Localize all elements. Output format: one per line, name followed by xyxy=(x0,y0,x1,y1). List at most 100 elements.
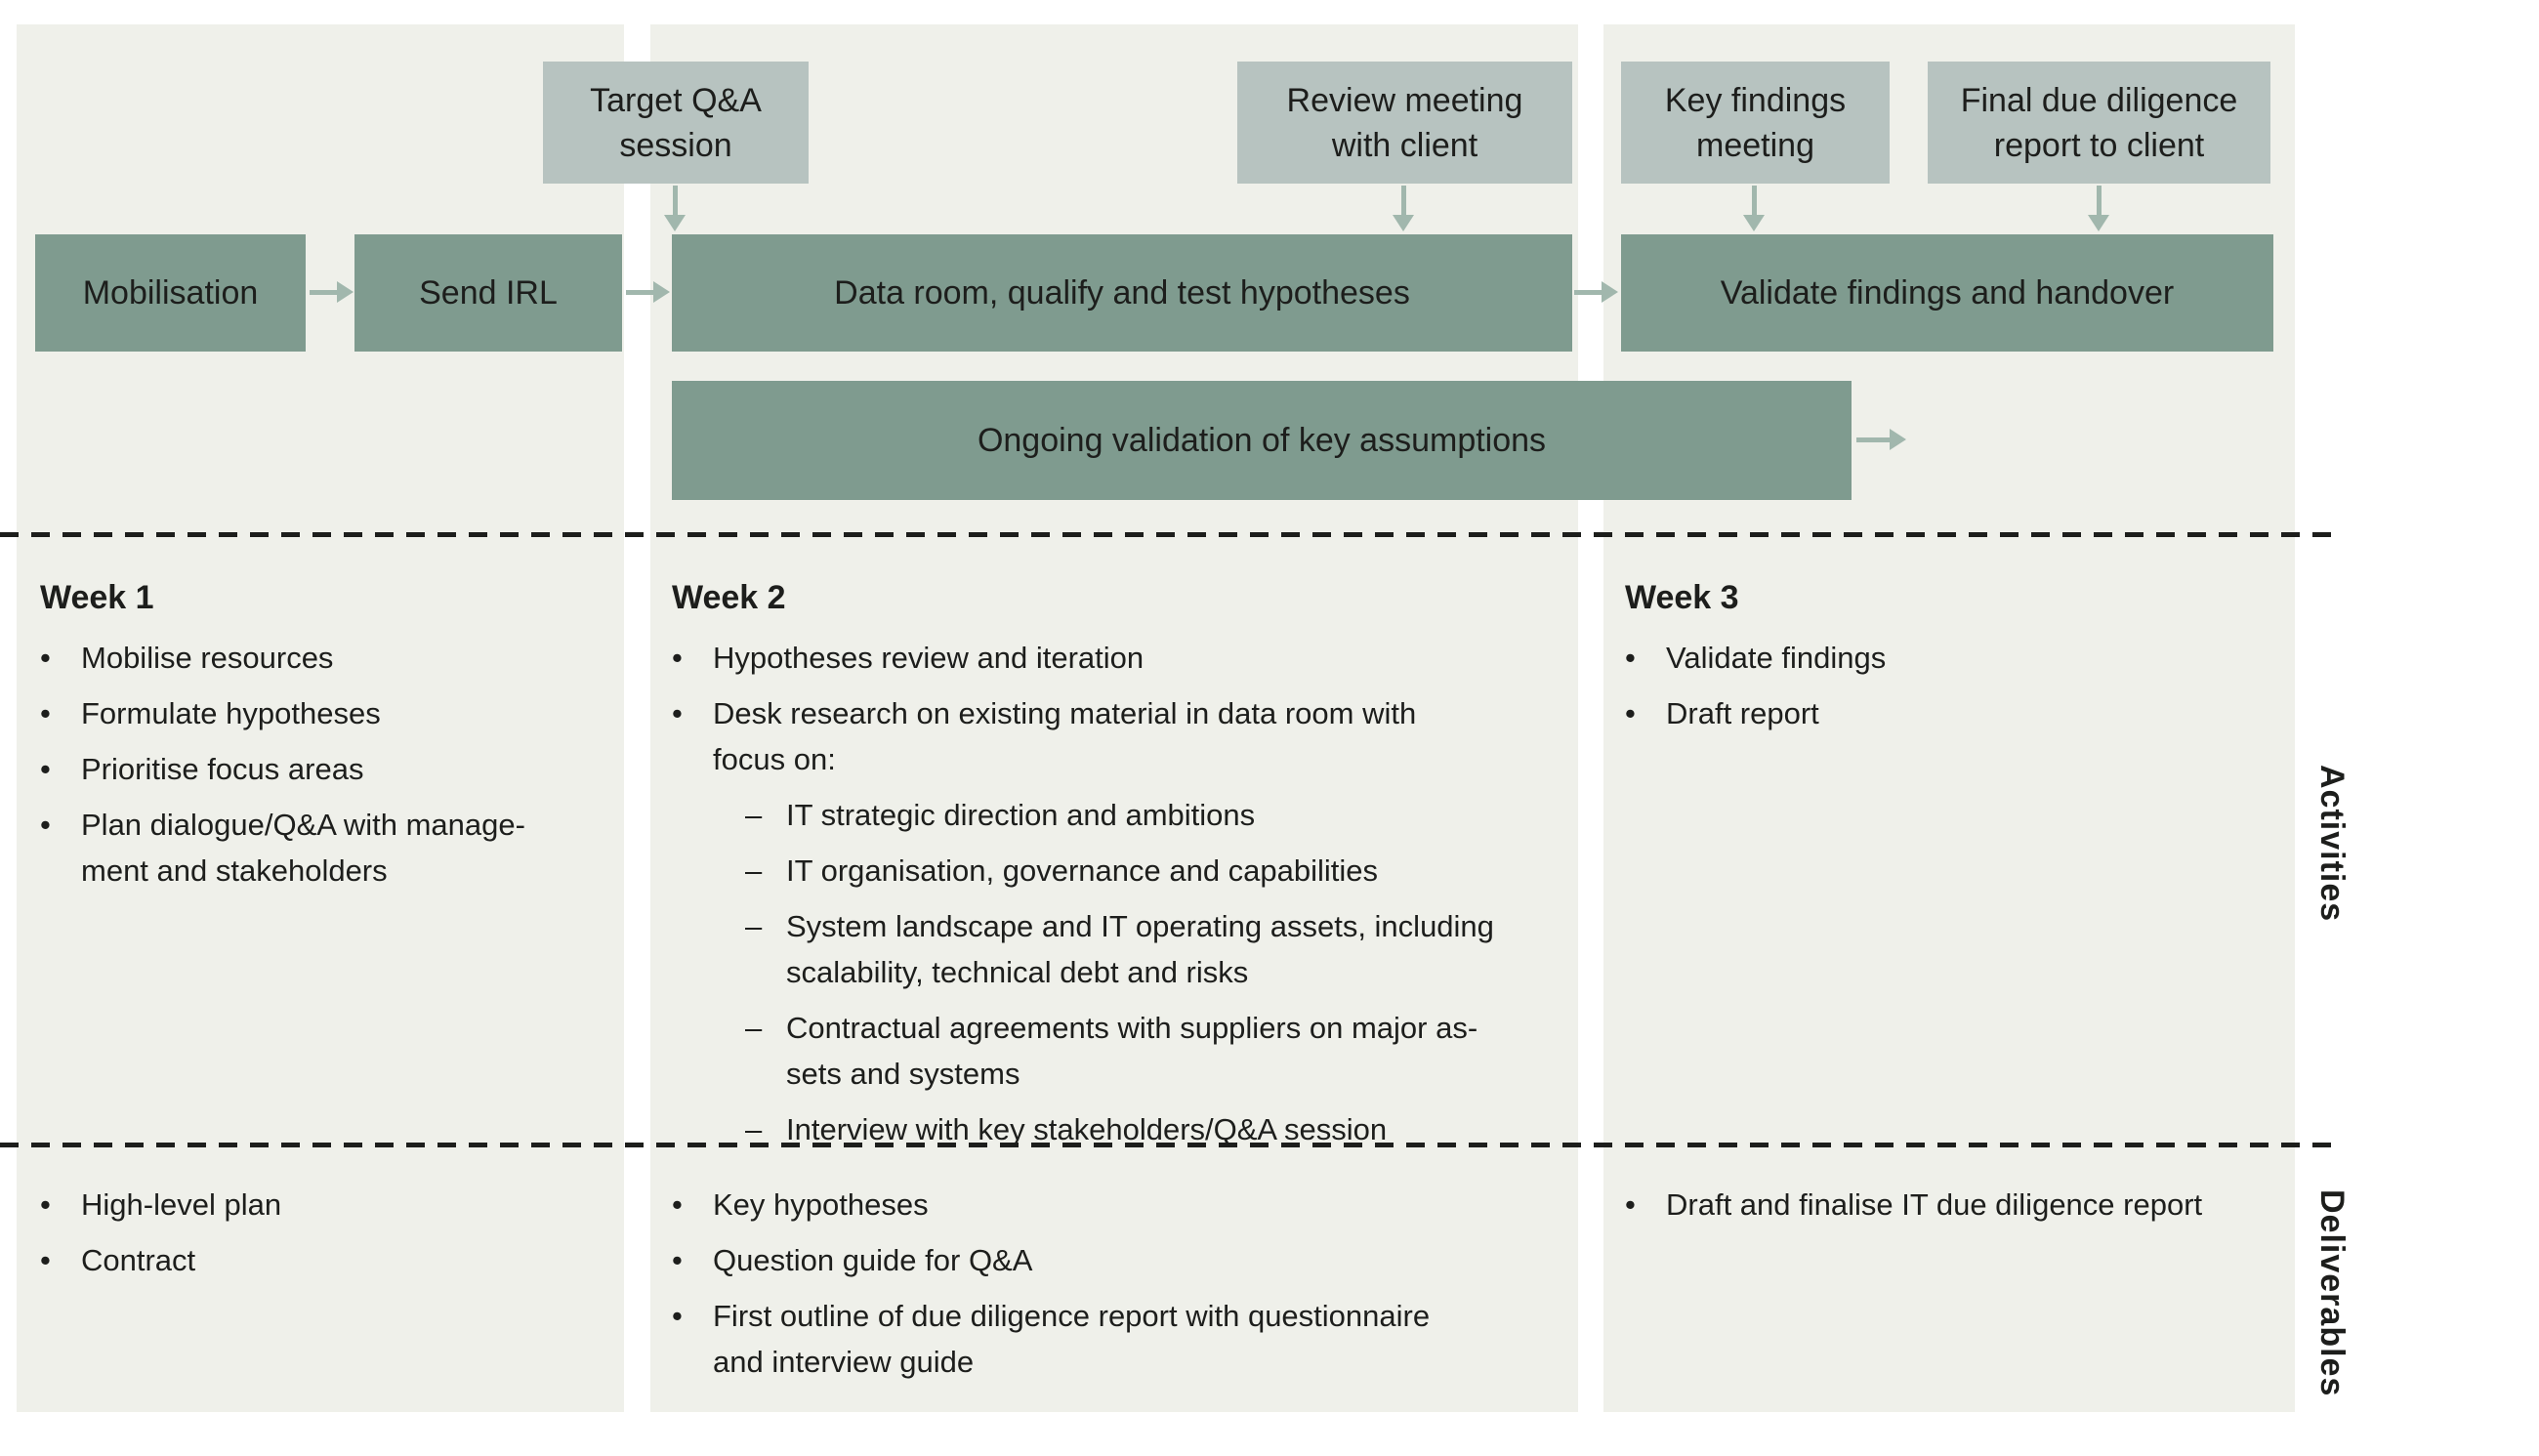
activities-row-label: Activities xyxy=(2313,765,2351,923)
right-arrow-icon xyxy=(310,281,354,303)
right-arrow-icon xyxy=(1856,429,1906,450)
list-item: • Hypotheses review and iteration xyxy=(672,635,1561,681)
callout-text: Review meeting xyxy=(1286,81,1523,119)
process-bar-send-irl: Send IRL xyxy=(354,234,622,352)
list-item: • Key hypotheses xyxy=(672,1182,1561,1227)
bullet-glyph: • xyxy=(672,696,683,730)
callout-text: meeting xyxy=(1696,126,1814,164)
list-item-text: System landscape and IT operating assets… xyxy=(786,909,1494,943)
dash-glyph: – xyxy=(745,1112,763,1146)
list-item: • Draft report xyxy=(1625,690,2275,736)
bullet-glyph: • xyxy=(40,641,51,675)
process-bar-label: Validate findings and handover xyxy=(1720,273,2175,312)
process-bar-validate-handover: Validate findings and handover xyxy=(1621,234,2273,352)
callout-key-findings-meeting: Key findings meeting xyxy=(1621,62,1890,184)
bullet-glyph: • xyxy=(40,1243,51,1277)
deliverables-row-label: Deliverables xyxy=(2313,1189,2351,1397)
list-item-text: IT organisation, governance and capabili… xyxy=(786,853,1379,888)
list-item-text: First outline of due diligence report wi… xyxy=(713,1299,1431,1333)
callout-final-report: Final due diligence report to client xyxy=(1928,62,2270,184)
right-arrow-icon xyxy=(626,281,670,303)
week3-deliverables-list: • Draft and finalise IT due diligence re… xyxy=(1625,1182,2275,1237)
down-arrow-icon xyxy=(1743,186,1765,231)
list-item: – System landscape and IT operating asse… xyxy=(745,903,1561,995)
list-item-text: Mobilise resources xyxy=(81,641,334,675)
list-item-text: Question guide for Q&A xyxy=(713,1243,1033,1277)
callout-text: Target Q&A xyxy=(590,81,762,119)
list-item: • High-level plan xyxy=(40,1182,616,1227)
process-bar-data-room: Data room, qualify and test hypotheses xyxy=(672,234,1572,352)
bullet-glyph: • xyxy=(40,696,51,730)
process-bar-mobilisation: Mobilisation xyxy=(35,234,306,352)
list-item-text: High-level plan xyxy=(81,1187,282,1222)
list-item-text: Plan dialogue/Q&A with manage- xyxy=(81,808,525,842)
bullet-glyph: • xyxy=(672,1187,683,1222)
list-item-text: Contractual agreements with suppliers on… xyxy=(786,1011,1478,1045)
callout-text: Final due diligence xyxy=(1960,81,2238,119)
week1-title: Week 1 xyxy=(40,579,154,616)
bullet-glyph: • xyxy=(40,752,51,786)
process-bar-ongoing-validation: Ongoing validation of key assumptions xyxy=(672,381,1852,500)
process-bar-label: Mobilisation xyxy=(82,273,259,312)
callout-text: session xyxy=(619,126,732,164)
bullet-glyph: • xyxy=(672,1299,683,1333)
list-item-text: Prioritise focus areas xyxy=(81,752,364,786)
list-item: • Desk research on existing material in … xyxy=(672,690,1561,782)
activities-separator-line xyxy=(0,532,2344,537)
list-item-text: Formulate hypotheses xyxy=(81,696,381,730)
bullet-glyph: • xyxy=(40,808,51,842)
list-item-text: scalability, technical debt and risks xyxy=(786,955,1249,989)
list-item: – IT organisation, governance and capabi… xyxy=(745,848,1561,894)
week3-title: Week 3 xyxy=(1625,579,1739,616)
week2-activities-list: • Hypotheses review and iteration • Desk… xyxy=(672,635,1561,1162)
week3-activities-list: • Validate findings • Draft report xyxy=(1625,635,2275,746)
list-item: • Plan dialogue/Q&A with manage- ment an… xyxy=(40,802,616,894)
list-item-text: Draft report xyxy=(1666,696,1819,730)
bullet-glyph: • xyxy=(1625,1187,1636,1222)
dash-glyph: – xyxy=(745,853,763,888)
list-item-text: Hypotheses review and iteration xyxy=(713,641,1145,675)
list-item: • Formulate hypotheses xyxy=(40,690,616,736)
list-item-text: Key hypotheses xyxy=(713,1187,929,1222)
process-bar-label: Data room, qualify and test hypotheses xyxy=(834,273,1410,312)
down-arrow-icon xyxy=(1393,186,1414,231)
callout-text: report to client xyxy=(1993,126,2205,164)
list-item-text: Validate findings xyxy=(1666,641,1887,675)
callout-text: Key findings xyxy=(1664,81,1847,119)
list-item: • Prioritise focus areas xyxy=(40,746,616,792)
list-item-text: ment and stakeholders xyxy=(81,853,388,888)
down-arrow-icon xyxy=(664,186,686,231)
list-item-text: Draft and finalise IT due diligence repo… xyxy=(1666,1187,2203,1222)
callout-review-meeting: Review meeting with client xyxy=(1237,62,1572,184)
process-bar-label: Send IRL xyxy=(419,273,558,312)
week2-title: Week 2 xyxy=(672,579,786,616)
process-bar-label: Ongoing validation of key assumptions xyxy=(977,421,1547,459)
callout-text: with client xyxy=(1331,126,1478,164)
list-item: • Validate findings xyxy=(1625,635,2275,681)
list-item-text: Contract xyxy=(81,1243,196,1277)
list-item: – IT strategic direction and ambitions xyxy=(745,792,1561,838)
bullet-glyph: • xyxy=(1625,641,1636,675)
list-item: – Interview with key stakeholders/Q&A se… xyxy=(745,1106,1561,1152)
week1-activities-list: • Mobilise resources • Formulate hypothe… xyxy=(40,635,616,903)
bullet-glyph: • xyxy=(40,1187,51,1222)
list-item: • First outline of due diligence report … xyxy=(672,1293,1561,1385)
down-arrow-icon xyxy=(2088,186,2109,231)
list-item-text: Interview with key stakeholders/Q&A sess… xyxy=(786,1112,1388,1146)
bullet-glyph: • xyxy=(672,1243,683,1277)
callout-target-qa-session: Target Q&A session xyxy=(543,62,809,184)
list-item: – Contractual agreements with suppliers … xyxy=(745,1005,1561,1097)
list-item: • Contract xyxy=(40,1237,616,1283)
list-item-text: sets and systems xyxy=(786,1057,1020,1091)
list-item: • Draft and finalise IT due diligence re… xyxy=(1625,1182,2275,1227)
list-item-text: focus on: xyxy=(713,742,836,776)
week2-deliverables-list: • Key hypotheses • Question guide for Q&… xyxy=(672,1182,1561,1394)
dash-glyph: – xyxy=(745,1011,763,1045)
list-item-text: and interview guide xyxy=(713,1345,975,1379)
list-item-text: IT strategic direction and ambitions xyxy=(786,798,1256,832)
list-item-text: Desk research on existing material in da… xyxy=(713,696,1417,730)
bullet-glyph: • xyxy=(1625,696,1636,730)
bullet-glyph: • xyxy=(672,641,683,675)
deliverables-separator-line xyxy=(0,1143,2344,1147)
dash-glyph: – xyxy=(745,798,763,832)
